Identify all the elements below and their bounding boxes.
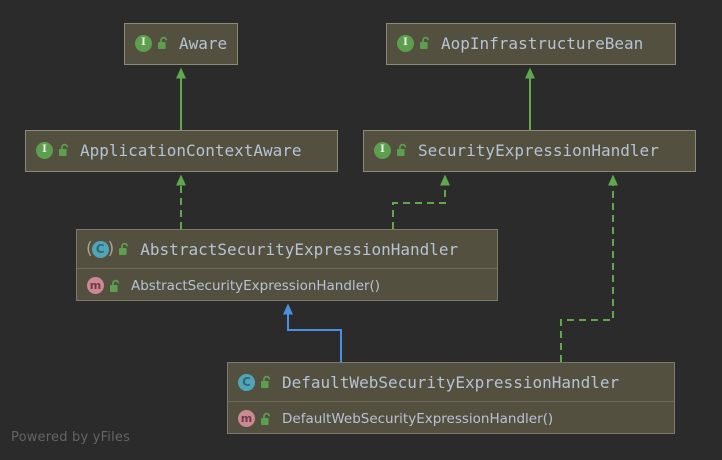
node-aopinfrastructurebean-header: I AopInfrastructureBean	[387, 24, 675, 62]
unlocked-padlock-icon	[118, 242, 131, 256]
node-abstractsecurityexpressionhandler[interactable]: ( C ) AbstractSecurityExpressionHandler …	[76, 229, 498, 301]
node-securityexpressionhandler[interactable]: I SecurityExpressionHandler	[363, 130, 696, 172]
unlocked-padlock-icon	[109, 279, 122, 293]
node-aopinfrastructurebean[interactable]: I AopInfrastructureBean	[386, 23, 676, 65]
node-applicationcontextaware-header: I ApplicationContextAware	[26, 131, 337, 169]
node-defaultwebsecurityexpressionhandler-member-row[interactable]: m DefaultWebSecurityExpressionHandler()	[228, 401, 674, 435]
node-applicationcontextaware[interactable]: I ApplicationContextAware	[25, 130, 338, 172]
constructor-label: AbstractSecurityExpressionHandler()	[131, 277, 381, 294]
unlocked-padlock-icon	[157, 36, 170, 50]
unlocked-padlock-icon	[396, 143, 409, 157]
node-securityexpressionhandler-header: I SecurityExpressionHandler	[364, 131, 695, 169]
abstract-paren-left: (	[86, 238, 93, 259]
interface-icon: I	[374, 141, 391, 159]
node-applicationcontextaware-title: ApplicationContextAware	[80, 140, 302, 160]
yfiles-watermark: Powered by yFiles	[11, 430, 131, 445]
interface-icon: I	[36, 141, 53, 159]
class-icon: C	[238, 373, 255, 391]
abstract-paren-right: )	[107, 238, 115, 259]
interface-icon: I	[397, 34, 414, 52]
class-icon: C	[91, 240, 109, 258]
method-icon: m	[238, 410, 255, 427]
abstract-class-icon: ( C )	[86, 238, 115, 259]
unlocked-padlock-icon	[419, 36, 432, 50]
node-abstractsecurityexpressionhandler-member-row[interactable]: m AbstractSecurityExpressionHandler()	[77, 268, 497, 302]
node-abstractsecurityexpressionhandler-title: AbstractSecurityExpressionHandler	[140, 239, 459, 259]
node-defaultwebsecurityexpressionhandler-title: DefaultWebSecurityExpressionHandler	[282, 372, 620, 392]
interface-icon: I	[135, 34, 152, 52]
constructor-label: DefaultWebSecurityExpressionHandler()	[282, 410, 554, 427]
method-icon: m	[87, 277, 104, 294]
node-defaultwebsecurityexpressionhandler-header: C DefaultWebSecurityExpressionHandler	[228, 363, 674, 401]
unlocked-padlock-icon	[260, 375, 273, 389]
node-aware-title: Aware	[179, 33, 228, 53]
node-aware[interactable]: I Aware	[124, 23, 238, 65]
node-securityexpressionhandler-title: SecurityExpressionHandler	[418, 140, 659, 160]
node-defaultwebsecurityexpressionhandler[interactable]: C DefaultWebSecurityExpressionHandler m …	[227, 362, 675, 434]
node-abstractsecurityexpressionhandler-header: ( C ) AbstractSecurityExpressionHandler	[77, 230, 497, 268]
unlocked-padlock-icon	[58, 143, 71, 157]
unlocked-padlock-icon	[260, 412, 273, 426]
edge-defaultweb-to-secexprhandler	[560, 174, 618, 362]
edge-defaultweb-to-abstract	[283, 303, 342, 362]
node-aopinfrastructurebean-title: AopInfrastructureBean	[441, 33, 644, 53]
edge-abstract-to-secexprhandler	[392, 174, 450, 229]
node-aware-header: I Aware	[125, 24, 237, 62]
